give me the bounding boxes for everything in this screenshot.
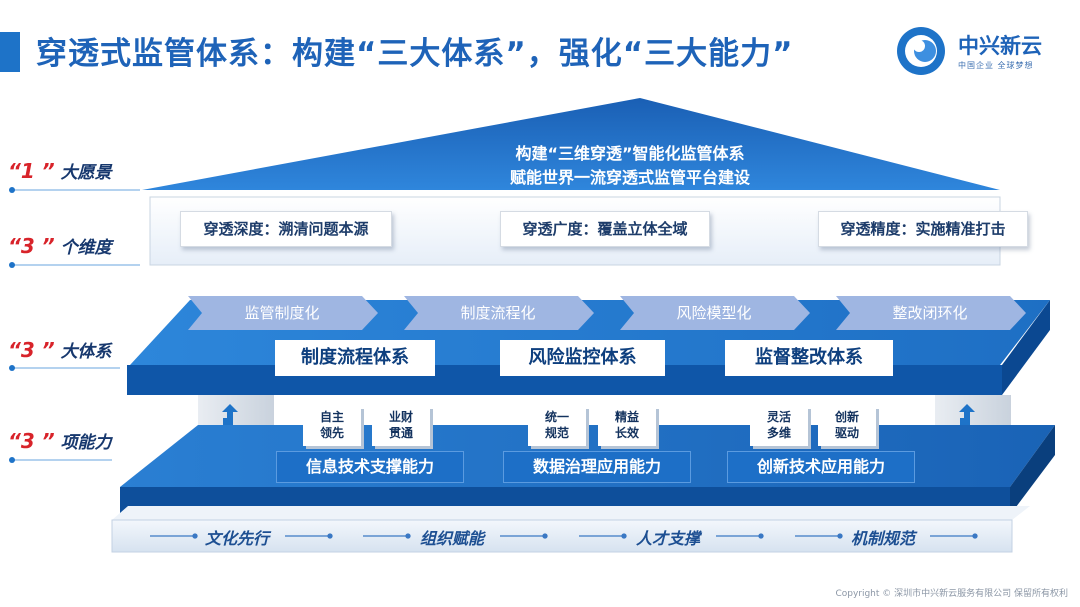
capability-cube: 精益 长效 <box>598 406 656 446</box>
system-supervision: 监督整改体系 <box>725 340 893 376</box>
capability-cube: 统一 规范 <box>528 406 586 446</box>
vision-line-1: 构建“三维穿透”智能化监管体系 <box>515 144 745 163</box>
system-process: 制度流程体系 <box>275 340 435 376</box>
foundation-lines <box>150 533 978 539</box>
capability-cube: 业财 贯通 <box>372 406 430 446</box>
dimension-depth: 穿透深度：溯清问题本源 <box>180 211 392 247</box>
dimension-precision: 穿透精度：实施精准打击 <box>818 211 1028 247</box>
capability-cube: 灵活 多维 <box>750 406 808 446</box>
logo-tagline: 中国企业 全球梦想 <box>958 61 1034 70</box>
chevron-label: 风险模型化 <box>676 304 752 322</box>
copyright-text: Copyright © 深圳市中兴新云服务有限公司 保留所有权利 <box>835 589 1068 599</box>
chevron-row <box>188 296 1026 330</box>
title-accent-bar <box>0 32 20 72</box>
vision-roof <box>142 98 1000 190</box>
foundation-mechanism: 机制规范 <box>851 529 916 548</box>
foundation-culture: 文化先行 <box>205 529 270 548</box>
foundation-talent: 人才支撑 <box>636 529 701 548</box>
dimension-breadth: 穿透广度：覆盖立体全域 <box>500 211 710 247</box>
system-risk: 风险监控体系 <box>500 340 665 376</box>
chevron-label: 监管制度化 <box>244 304 320 322</box>
chevron-label: 整改闭环化 <box>892 304 968 322</box>
vision-text: 构建“三维穿透”智能化监管体系 赋能世界一流穿透式监管平台建设 <box>430 142 830 190</box>
logo-name: 中兴新云 <box>958 34 1042 58</box>
vision-line-2: 赋能世界一流穿透式监管平台建设 <box>509 168 750 187</box>
cloud-logo-icon <box>897 27 945 75</box>
page-title: 穿透式监管体系：构建“三大体系”，强化“三大能力” <box>36 36 794 72</box>
capability-data-governance: 数据治理应用能力 <box>503 451 691 483</box>
logo <box>895 24 1045 78</box>
capability-cube: 创新 驱动 <box>818 406 876 446</box>
left-guide-lines <box>9 187 140 463</box>
label-capabilities: “3 ” 项能力 <box>8 429 112 453</box>
label-systems: “3 ” 大体系 <box>8 338 112 362</box>
label-dimensions: “3 ” 个维度 <box>8 234 112 258</box>
capability-innovation: 创新技术应用能力 <box>727 451 915 483</box>
chevron-label: 制度流程化 <box>460 304 536 322</box>
foundation-organization: 组织赋能 <box>420 529 485 548</box>
capability-it-support: 信息技术支撑能力 <box>276 451 464 483</box>
capability-cube: 自主 领先 <box>303 406 361 446</box>
label-vision: “1 ” 大愿景 <box>8 159 112 183</box>
foundation <box>111 519 1013 553</box>
